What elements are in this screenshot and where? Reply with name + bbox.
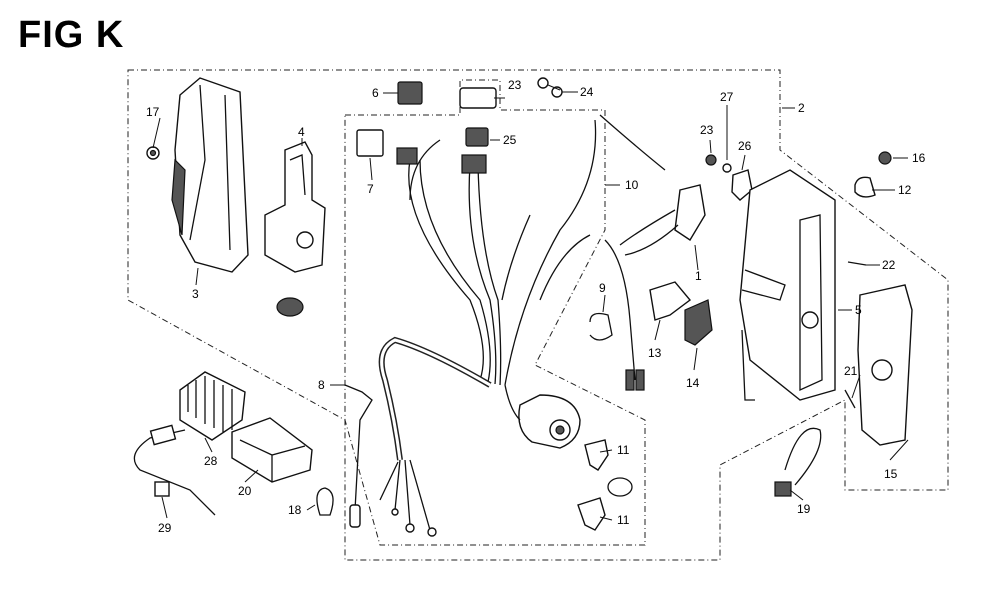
o-ring: [607, 477, 633, 497]
bolt-16: [878, 151, 892, 165]
callout-26: 26: [738, 139, 752, 153]
callout-9: 9: [599, 281, 606, 295]
key-11-lower: [577, 497, 606, 531]
callout-8: 8: [318, 378, 325, 392]
callout-11-lower: 11: [617, 513, 630, 527]
fuse-holder: [459, 87, 497, 109]
control-box-cover: [171, 77, 249, 273]
ignition-switch: [504, 384, 581, 449]
wire-19: [774, 427, 822, 497]
part-14: [684, 299, 713, 346]
callout-10: 10: [625, 178, 639, 192]
callout-27: 27: [720, 90, 734, 104]
screw-17: [146, 146, 160, 160]
callout-29: 29: [158, 521, 172, 535]
terminal-26: [731, 169, 753, 201]
nut-23-top: [537, 77, 549, 89]
callout-12: 12: [898, 183, 912, 197]
callout-3: 3: [192, 287, 199, 301]
callout-14: 14: [686, 376, 700, 390]
relay-6: [397, 81, 423, 105]
leader-lines: [152, 84, 909, 521]
callout-2: 2: [798, 101, 805, 115]
callout-labels: 1 2 3 4 5 6 7 8 9 10 11 11 12 13 14 15 1…: [146, 78, 926, 535]
connector-29: [133, 424, 216, 516]
callout-6: 6: [372, 86, 379, 100]
part-13: [649, 281, 692, 321]
harness-frame: [344, 79, 646, 546]
callout-23-top: 23: [508, 78, 522, 92]
connector-7: [356, 129, 384, 157]
clamp-12: [854, 176, 876, 198]
ground-wire: [604, 239, 645, 391]
callout-13: 13: [648, 346, 662, 360]
switch-1: [599, 114, 706, 256]
fuse-25: [465, 127, 489, 147]
washer-27: [722, 163, 732, 173]
callout-23-right: 23: [700, 123, 714, 137]
panel-bracket-5: [739, 169, 836, 401]
regulator-28: [179, 371, 246, 441]
figure-title: FIG K: [18, 14, 125, 56]
callout-4: 4: [298, 125, 305, 139]
callout-18: 18: [288, 503, 302, 517]
grommet: [276, 297, 304, 317]
callout-24: 24: [580, 85, 594, 99]
clamp-9: [589, 312, 613, 341]
nut-23-right: [705, 154, 717, 166]
clip-18: [316, 487, 334, 516]
callout-25: 25: [503, 133, 517, 147]
bracket-4: [264, 141, 326, 273]
wire-8: [344, 384, 373, 528]
fuse-box-20: [231, 417, 313, 483]
callout-28: 28: [204, 454, 218, 468]
plate-15: [857, 284, 913, 446]
callout-19: 19: [797, 502, 811, 516]
callout-21: 21: [844, 364, 858, 378]
callout-1: 1: [695, 269, 702, 283]
callout-5: 5: [855, 303, 862, 317]
screw-22: [847, 261, 867, 266]
callout-20: 20: [238, 484, 252, 498]
callout-11-upper: 11: [617, 443, 630, 457]
callout-7: 7: [367, 182, 374, 196]
callout-22: 22: [882, 258, 896, 272]
key-11-upper: [584, 439, 609, 471]
callout-15: 15: [884, 467, 898, 481]
wire-harness-10: [378, 119, 597, 537]
screw-21: [844, 389, 856, 409]
callout-16: 16: [912, 151, 926, 165]
callout-17: 17: [146, 105, 160, 119]
